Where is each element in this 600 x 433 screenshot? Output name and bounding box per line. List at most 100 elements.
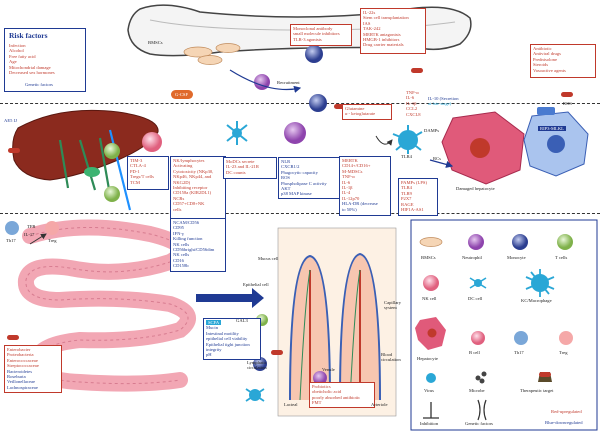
scfa-line: epithelial cell viability (206, 336, 248, 342)
il22-line: MERTK antagonists (363, 31, 401, 37)
lymphatic-label: Lymphatic circulation (247, 360, 267, 370)
antibiotic-line: Antibiotic (533, 46, 552, 51)
nk2-line: IFN-γ (173, 230, 184, 236)
cytokine: IL-6 (406, 95, 415, 101)
neutrophil (284, 122, 306, 144)
damaged-hepatocyte-label: Damaged hepatocyte (456, 186, 495, 191)
nk-box-2: NCAM/CD56 CD95 IFN-γ Killing function NK… (170, 218, 226, 272)
neutrophil-line: Phospholipase C activity (281, 180, 327, 186)
probiotics-line: Probiotics (312, 384, 331, 389)
nk-line: NK/lymphocytes (173, 158, 205, 163)
bacteria-line: Streptococcaceae (7, 363, 39, 369)
legend-microbe: Microbe (469, 388, 485, 393)
pamps-line: TLR9 (401, 190, 412, 196)
bacteria-line: Proteobacteria (7, 352, 34, 358)
nk-line: NKp46, NKp44, and (173, 174, 212, 180)
pamps-line: PAMPs (LPS) (401, 180, 428, 185)
antibiotic-line: Antiviral drugs (533, 51, 561, 57)
glutamine-line: Glutamine (345, 106, 365, 111)
mertk-line: IL-4 (342, 190, 351, 196)
il10-note: IL-10 (Secretion at late stage) (428, 96, 459, 107)
tcell-line: TIM-3 (130, 158, 143, 163)
mertk-line: IL-6 (342, 179, 351, 185)
nk-line: Inhibiting receptor (173, 185, 208, 191)
bacteria-line: Enterococcaceae (7, 357, 38, 363)
capillary-label: Capillary system (384, 300, 402, 310)
mertk-line: CD14+/CD16+ (342, 163, 371, 169)
cytokines-list: TNF-α IL-6 IL-1β CCL2 CXCL8 (406, 90, 421, 117)
dc-box: MoDCs secrete IL-23 and IL-21R DC counts (223, 157, 277, 179)
dc-cell (226, 121, 248, 145)
legend-hepatocyte: Hepatocyte (417, 356, 438, 361)
legend-th17: Th17 (514, 350, 524, 355)
legend-virus: Virus (424, 388, 434, 393)
kc-macrophage (392, 125, 423, 154)
epithelial-label: Epithelial cell (243, 282, 269, 287)
nk2-line: NK cells (173, 252, 190, 258)
lacteal-label: Lacteal (284, 402, 298, 407)
genetic-factors-label: Genetic factors (25, 82, 53, 87)
tcell-line: CTLA-4 (130, 163, 146, 169)
nk-box: NK/lymphocytes Activating Cytotoxicity (… (170, 156, 226, 220)
risk-factors-box: Risk factors Infection Alcohol Free fatt… (4, 28, 86, 92)
legend-therapeutic-target: Therapeutic target (520, 388, 554, 393)
risk-factors-list: Infection Alcohol Free fatty acid Age Mi… (9, 43, 55, 75)
gal3-label: GAL3 (236, 318, 248, 323)
tcell-line: TCM (130, 179, 140, 185)
antibody-line: Monoclonal antibody (293, 26, 333, 31)
nk2-line: CD16 (173, 257, 184, 263)
antibody-line: small molecule inhibitors (293, 31, 340, 37)
il17-label: IL-17 (24, 232, 35, 237)
legend-bmscs: BMSCs (421, 255, 436, 260)
scfa-line: Intestinal motility (206, 330, 239, 336)
antibiotic-line: Vasoactive agents (533, 67, 566, 73)
nk2-line: Killing function (173, 236, 203, 242)
scfa-line: pH (206, 352, 212, 358)
rcs-label: RCs (433, 156, 441, 161)
alcohol-tag (537, 107, 555, 115)
probiotics-line: obeticholic acid (312, 389, 342, 395)
pamps-line: P2X7 (401, 196, 412, 202)
nk-line: NCRs (173, 195, 185, 201)
nk-cell (142, 132, 162, 152)
bacteria-line: Roseburia (7, 374, 26, 380)
nk2-line: NCAM/CD56 (173, 220, 200, 225)
il22-line: IAS (363, 20, 371, 26)
risk-item: Decreased sex hormones (9, 70, 55, 76)
tlr4-label: TLR4 (401, 154, 412, 159)
probiotics-line: poorly absorbed antibiotic (312, 394, 361, 400)
nk2-line: CD95 (173, 225, 184, 231)
il10-line: IL-10 (Secretion (428, 96, 459, 101)
legend-dc-cell: DC cell (468, 296, 483, 301)
mertk-line: to 50%) (342, 206, 357, 212)
legend-kc-macrophage: KC/Macrophage (521, 298, 552, 303)
blood-circulation-label: Blood circulation (381, 352, 401, 362)
il22-box: IL-22s Stem cell transplantation IAS TAK… (360, 8, 426, 54)
mertk-line: TNF-α (342, 174, 355, 180)
mertk-line: MERTK (342, 158, 358, 163)
legend-b-cell: B cell (469, 350, 480, 355)
glutamine-box: Glutamine α - ketoglutarate (342, 104, 392, 120)
legend-t-cells: T cells (555, 255, 568, 260)
nk-line: cells (173, 206, 182, 212)
nk-line: Cytotoxicity (NKp30, (173, 168, 214, 174)
bacteria-line: Bacteroidetes (7, 368, 32, 374)
pamps-box: PAMPs (LPS) TLR4 TLR9 P2X7 RAGE HIF1A-AS… (398, 178, 438, 216)
nk-line: CD158a (KIR2DL1) (173, 190, 212, 196)
antibiotic-line: Steroids (533, 62, 549, 68)
legend-genetic-factors: Genetic factors (465, 421, 493, 426)
cytokine: CXCL8 (406, 111, 421, 117)
mucus-label: Mucus cell (258, 256, 279, 261)
neutrophil-line: AKT (281, 186, 291, 192)
gcsf-pill (171, 90, 193, 99)
t-cell (104, 143, 120, 159)
legend-blue-downregulated: Blue-downregulated (545, 420, 583, 425)
risk-item: Free fatty acid (9, 53, 36, 59)
risk-item: Mitochondrial damage (9, 64, 51, 70)
bacteria-box: Enterobacter Proteobacteria Enterococcac… (4, 345, 62, 393)
scfa-line: Mucin (206, 325, 218, 331)
neutrophil-line: p38 MAP kinase (281, 191, 312, 197)
legend-red-upregulated: Red-upregulated (551, 409, 582, 414)
rip3-label: RIP3-MLKL (538, 126, 566, 131)
separator-middle (0, 213, 600, 214)
